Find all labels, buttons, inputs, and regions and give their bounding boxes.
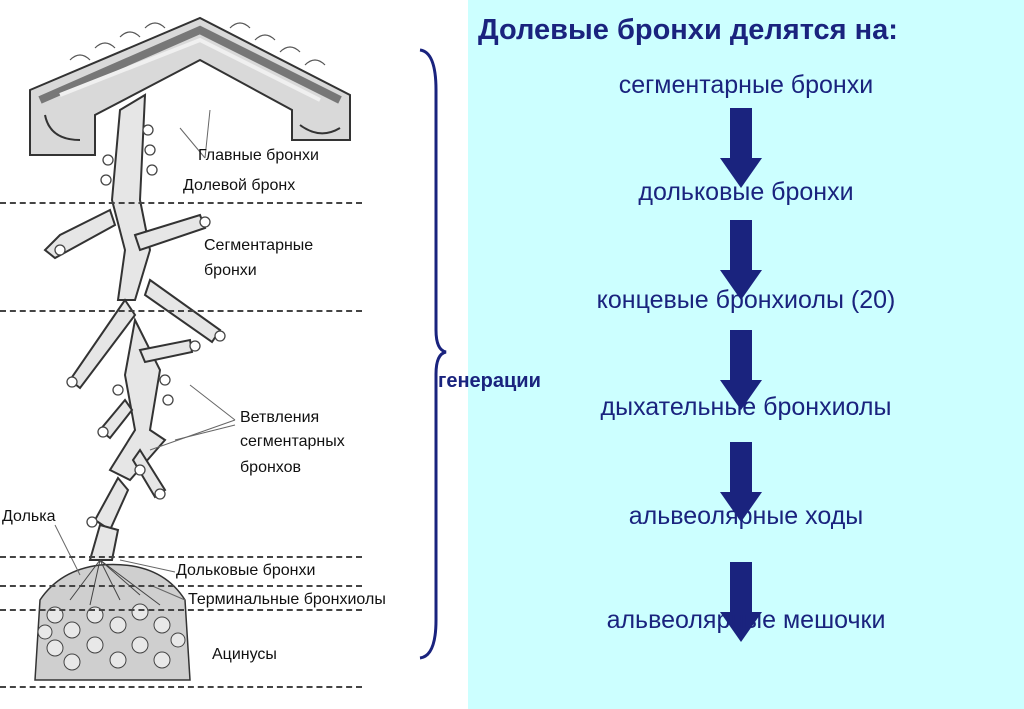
- step-respiratory-bronchioles: дыхательные бронхиолы: [600, 393, 892, 421]
- label-segmental-bronchi-2: бронхи: [204, 262, 257, 279]
- bronchial-tree-illustration: [29, 16, 447, 681]
- separator-line: [0, 202, 362, 204]
- down-arrow-icon: [720, 562, 762, 642]
- separator-line: [0, 310, 362, 312]
- down-arrow-icon: [720, 442, 762, 522]
- down-arrow-icon: [720, 220, 762, 300]
- down-arrow-icon: [720, 330, 762, 410]
- separator-line: [0, 686, 362, 688]
- label-main-bronchi: Главные бронхи: [198, 147, 319, 164]
- label-lobule: Долька: [2, 508, 56, 525]
- pointer-lines: [54, 109, 236, 601]
- acini-granules: [37, 603, 186, 671]
- alveolar-bumps: [54, 124, 226, 528]
- cartilage-rings: [69, 22, 326, 66]
- lobar-bronchus-drawing: [43, 93, 222, 561]
- step-terminal-bronchioles: концевые бронхиолы (20): [596, 286, 896, 314]
- step-lobular-bronchi: дольковые бронхи: [638, 178, 854, 206]
- generations-brace: [419, 48, 447, 660]
- label-lobar-bronchus: Долевой бронх: [183, 177, 296, 194]
- lobule-branches: [69, 559, 161, 606]
- separator-line: [0, 556, 362, 558]
- label-segmental-bronchi-1: Сегментарные: [204, 237, 314, 254]
- separator-line: [0, 609, 362, 611]
- label-terminal-bronchioles: Терминальные бронхиолы: [188, 591, 386, 608]
- panel-title: Долевые бронхи делятся на:: [478, 14, 898, 46]
- step-alveolar-ducts: альвеолярные ходы: [628, 502, 864, 530]
- label-branching-3: бронхов: [240, 459, 302, 476]
- label-branching-1: Ветвления: [240, 409, 320, 426]
- generations-label: генерации: [438, 370, 541, 392]
- down-arrow-icon: [720, 108, 762, 188]
- step-alveolar-sacs: альвеолярные мешочки: [606, 606, 886, 634]
- left-panel: Главные бронхи Долевой бронх Сегментарны…: [0, 0, 506, 709]
- label-lobular-bronchi: Дольковые бронхи: [176, 562, 316, 579]
- step-segmental-bronchi: сегментарные бронхи: [618, 71, 874, 99]
- main-bronchi-drawing: [29, 16, 351, 156]
- label-acini: Ацинусы: [212, 646, 277, 663]
- separator-line: [0, 585, 362, 587]
- label-branching-2: сегментарных: [240, 433, 345, 450]
